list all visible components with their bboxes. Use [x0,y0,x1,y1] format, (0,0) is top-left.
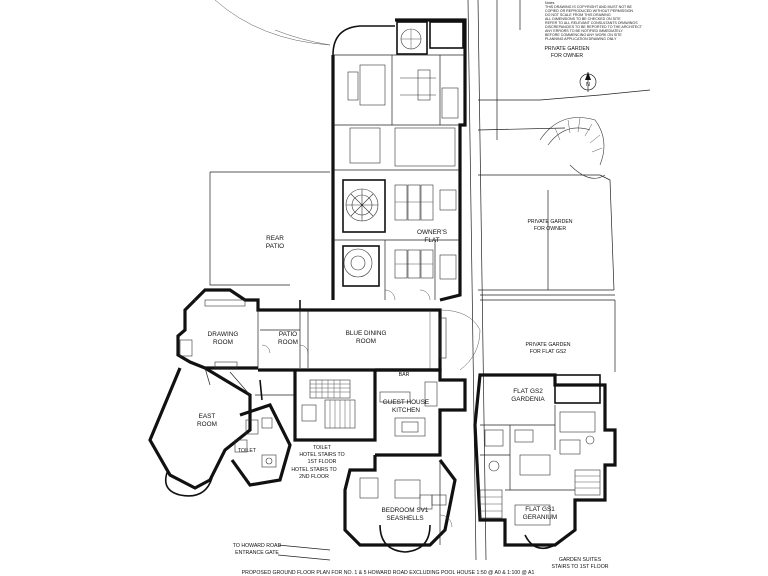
svg-text:STAIRS TO 1ST FLOOR: STAIRS TO 1ST FLOOR [552,564,609,570]
north-arrow: N [579,72,597,92]
svg-text:THIS DRAWING IS COPYRIGHT AND: THIS DRAWING IS COPYRIGHT AND MUST NOT B… [545,5,633,9]
north-label: N [586,82,590,88]
stair-core [293,368,467,553]
owners-wing [331,18,467,302]
hotel-stairs-2nd-label: HOTEL STAIRS TO [291,467,336,473]
notes-title: Notes [545,1,555,5]
svg-text:PLANNING APPLICATION DRAWING O: PLANNING APPLICATION DRAWING ONLY [545,37,617,41]
rear-patio-label: REAR [266,235,284,242]
svg-text:ENTRANCE GATE: ENTRANCE GATE [235,550,279,556]
owners-flat-label: OWNER'S [417,229,447,236]
svg-text:PATIO: PATIO [266,243,284,250]
spiral-stair [539,117,606,179]
notes-block: Notes THIS DRAWING IS COPYRIGHT AND MUST… [545,1,643,41]
private-garden-owner-top-label: PRIVATE GARDEN [544,46,589,52]
svg-text:FLAT: FLAT [424,237,439,244]
toilet-label: TOILET [238,448,257,454]
room-labels: REAR PATIO OWNER'S FLAT PRIVATE GARDEN F… [197,46,609,570]
svg-text:COPIED OR REPRODUCED WITHOUT P: COPIED OR REPRODUCED WITHOUT PERMISSION [545,9,633,13]
svg-text:GARDENIA: GARDENIA [511,396,545,403]
svg-text:DISCREPANCIES TO BE REPORTED T: DISCREPANCIES TO BE REPORTED TO THE ARCH… [545,25,643,29]
private-garden-gs2-label: PRIVATE GARDEN [525,342,570,348]
toilet-hotel-stairs-label: TOILET [313,445,332,451]
svg-text:ROOM: ROOM [278,339,298,346]
svg-text:DO NOT SCALE FROM THIS DRAWING: DO NOT SCALE FROM THIS DRAWING [545,13,611,17]
garden-suites-label: GARDEN SUITES [559,557,602,563]
svg-text:FOR OWNER: FOR OWNER [534,226,567,232]
svg-text:SEASHELLS: SEASHELLS [386,515,423,522]
blue-dining-room-label: BLUE DINING [346,330,387,337]
guest-house-kitchen-label: GUEST HOUSE [383,399,429,406]
svg-text:REFER TO ALL RELEVANT CONSULTA: REFER TO ALL RELEVANT CONSULTANTS DRAWIN… [545,21,638,25]
svg-text:BEFORE COMMENCING ANY WORK ON: BEFORE COMMENCING ANY WORK ON SITE [545,33,622,37]
svg-text:ROOM: ROOM [213,339,233,346]
svg-text:HOTEL STAIRS TO: HOTEL STAIRS TO [299,452,344,458]
svg-text:ROOM: ROOM [197,421,217,428]
flat-gs1-label: FLAT GS1 [525,506,555,513]
svg-text:2ND FLOOR: 2ND FLOOR [299,474,329,480]
drawing-room-label: DRAWING [208,331,239,338]
svg-text:GERANIUM: GERANIUM [523,514,557,521]
garden-suites-wing [473,373,617,550]
patio-room-label: PATIO [279,331,297,338]
bar-label: BAR [399,372,410,378]
svg-text:1ST FLOOR: 1ST FLOOR [308,459,337,465]
drawing-caption: PROPOSED GROUND FLOOR PLAN FOR NO. 1 & 5… [242,570,535,576]
svg-text:ANY ERRORS TO BE NOTIFIED IMME: ANY ERRORS TO BE NOTIFIED IMMEDIATELY [545,29,624,33]
flat-gs2-label: FLAT GS2 [513,388,543,395]
svg-text:FOR FLAT GS2: FOR FLAT GS2 [530,349,567,355]
east-room-wing [148,366,295,497]
private-garden-owner-mid-label: PRIVATE GARDEN [527,219,572,225]
east-room-label: EAST [199,413,216,420]
howard-road-label: TO HOWARD ROAD [233,543,282,549]
svg-text:ROOM: ROOM [356,338,376,345]
svg-text:FOR OWNER: FOR OWNER [551,53,584,59]
bedroom-sv1-label: BEDROOM SV1 [382,507,429,514]
svg-text:KITCHEN: KITCHEN [392,407,420,414]
svg-text:ALL DIMENSIONS TO BE CHECKED O: ALL DIMENSIONS TO BE CHECKED ON SITE [545,17,621,21]
central-block [176,288,481,372]
site-context [209,0,651,561]
